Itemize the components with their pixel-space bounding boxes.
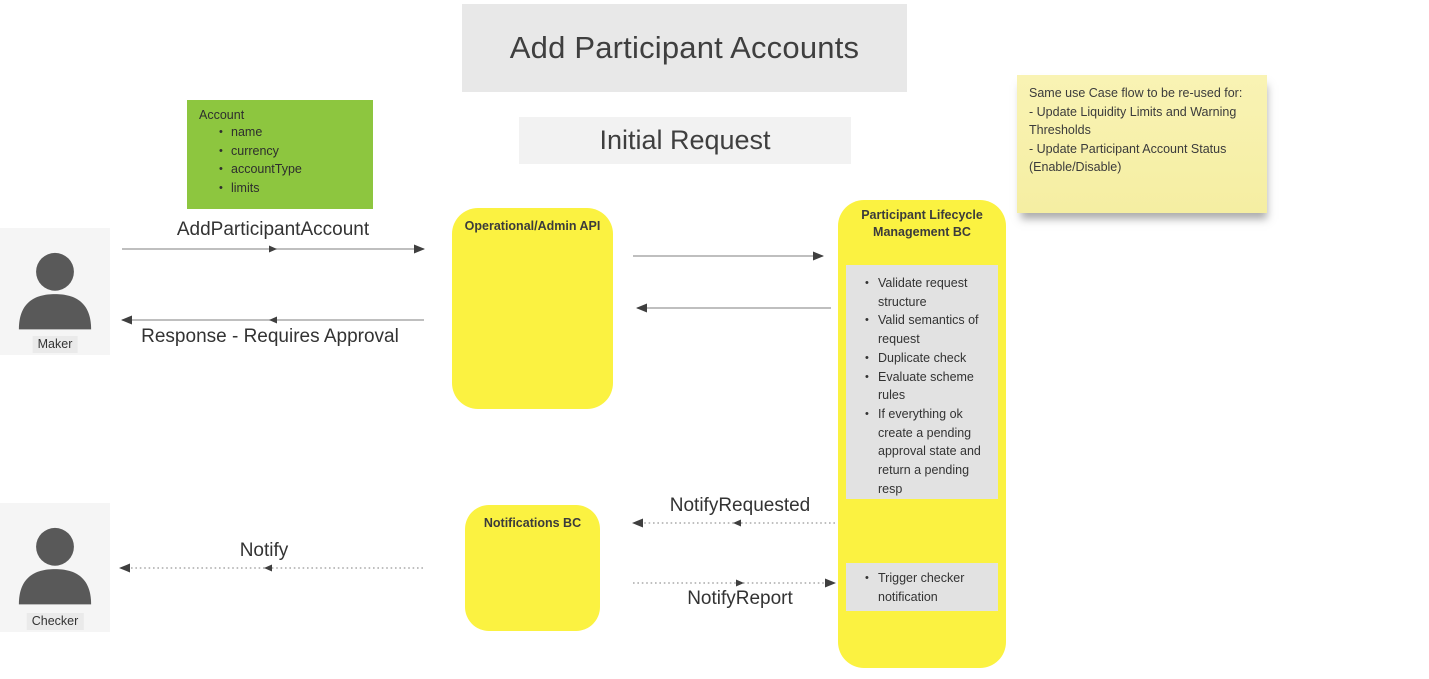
account-field: name (219, 123, 361, 142)
plm-notify-list: Trigger checker notification (846, 569, 994, 606)
admin-api-box[interactable]: Operational/Admin API (452, 208, 613, 409)
message-label-notify[interactable]: Notify (239, 540, 289, 561)
notifications-bc-box[interactable]: Notifications BC (465, 505, 600, 631)
validation-step: Evaluate scheme rules (865, 368, 992, 405)
note-line: - Update Participant Account Status (Ena… (1029, 141, 1227, 175)
message-label-response-requires-approval[interactable]: Response - Requires Approval (141, 326, 399, 347)
validation-step: Duplicate check (865, 349, 992, 368)
notifications-bc-title: Notifications BC (483, 516, 582, 530)
note-line: Same use Case flow to be re-used for: (1029, 86, 1243, 100)
admin-api-title: Operational/Admin API (464, 219, 601, 233)
plm-validation-panel[interactable]: Validate request structure Valid semanti… (846, 265, 998, 499)
message-label-notify-report[interactable]: NotifyReport (687, 588, 793, 609)
person-icon (18, 252, 92, 330)
actor-checker-label: Checker (26, 613, 84, 630)
actor-maker-label: Maker (32, 336, 78, 353)
notify-step: Trigger checker notification (865, 569, 992, 606)
account-field: limits (219, 179, 361, 198)
account-field: currency (219, 142, 361, 161)
account-card[interactable]: Account name currency accountType limits (187, 100, 373, 209)
person-icon (18, 527, 92, 605)
note-line: - Update Liquidity Limits and Warning Th… (1029, 104, 1237, 138)
account-field: accountType (219, 160, 361, 179)
subtitle-box[interactable]: Initial Request (519, 117, 851, 164)
validation-step: If everything ok create a pending approv… (865, 405, 992, 499)
message-label-add-participant-account[interactable]: AddParticipantAccount (176, 219, 370, 240)
account-field-list: name currency accountType limits (199, 123, 361, 197)
plm-notify-panel[interactable]: Trigger checker notification (846, 563, 998, 611)
actor-maker[interactable]: Maker (0, 228, 110, 355)
account-card-title: Account (199, 108, 245, 122)
page-subtitle: Initial Request (599, 125, 771, 155)
title-box[interactable]: Add Participant Accounts (462, 4, 907, 92)
actor-checker[interactable]: Checker (0, 503, 110, 632)
plm-bc-title: Participant Lifecycle Management BC (861, 208, 983, 239)
plm-bc-box[interactable]: Participant Lifecycle Management BC Vali… (838, 200, 1006, 668)
validation-step: Valid semantics of request (865, 311, 992, 348)
message-label-notify-requested[interactable]: NotifyRequested (669, 495, 811, 516)
plm-validation-list: Validate request structure Valid semanti… (846, 274, 994, 498)
sticky-note[interactable]: Same use Case flow to be re-used for: - … (1017, 75, 1267, 213)
page-title: Add Participant Accounts (509, 30, 860, 65)
validation-step: Validate request structure (865, 274, 992, 311)
